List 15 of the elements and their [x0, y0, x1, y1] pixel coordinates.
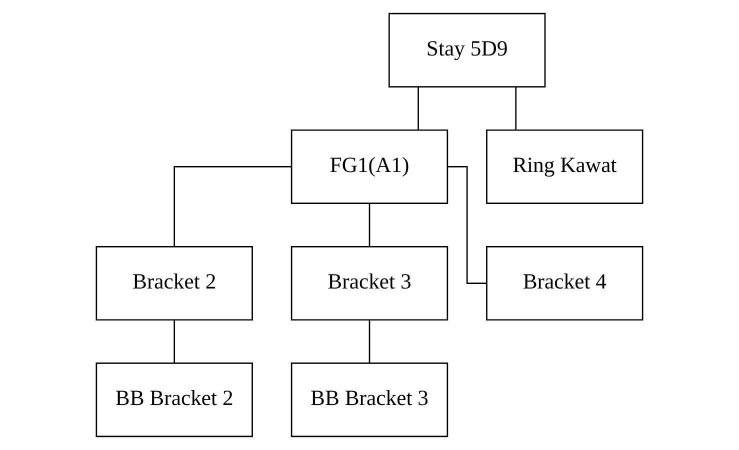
node-box: BB Bracket 3 [290, 362, 448, 438]
node-box: Ring Kawat [486, 129, 644, 204]
node-box: Stay 5D9 [388, 12, 546, 88]
connector [368, 320, 370, 364]
connector [368, 204, 370, 247]
node-box: Bracket 3 [290, 246, 448, 321]
connector [515, 87, 517, 130]
node-box: Bracket 4 [486, 246, 644, 321]
connector [174, 166, 292, 246]
node-box: Bracket 2 [96, 246, 253, 321]
connector [448, 166, 486, 284]
node-box: BB Bracket 2 [96, 362, 253, 438]
connector [418, 87, 419, 130]
connector [174, 320, 176, 364]
node-box: FG1(A1) [290, 129, 448, 204]
